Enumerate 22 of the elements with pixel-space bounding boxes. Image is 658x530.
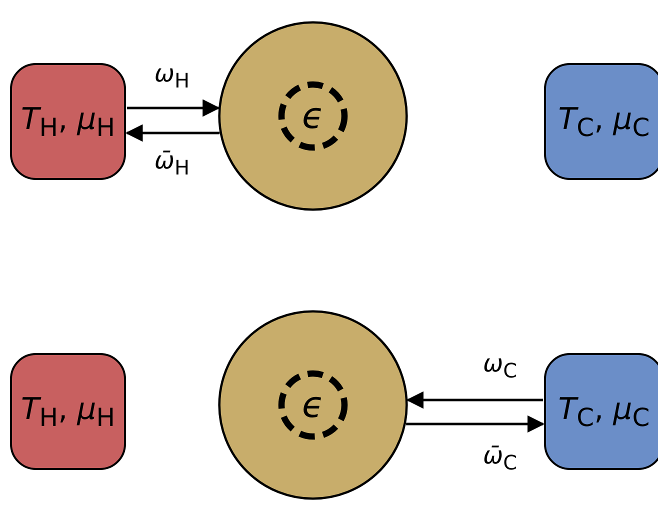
node-label: ϵ — [302, 96, 324, 136]
node-label: T$_{C}$, μ$_{C}$ — [558, 392, 650, 432]
dashed-level-circle — [278, 370, 348, 440]
edge-label: ω$_{C}$ — [482, 350, 518, 382]
arrow — [406, 415, 545, 433]
reservoir-box — [544, 63, 658, 180]
node-label: T$_{C}$, μ$_{C}$ — [558, 102, 650, 142]
arrow — [406, 391, 543, 409]
arrow — [127, 99, 220, 117]
edge-label: ω̄$_{H}$ — [154, 146, 190, 180]
system-circle — [218, 21, 408, 211]
edge-label: ω̄$_{C}$ — [482, 442, 518, 474]
node-label: T$_{H}$, μ$_{H}$ — [20, 102, 116, 142]
dashed-level-circle — [278, 81, 348, 151]
edge-label: ω$_{H}$ — [154, 60, 190, 92]
arrow — [125, 124, 220, 142]
reservoir-box — [10, 63, 126, 180]
system-circle — [218, 310, 408, 500]
reservoir-box — [544, 353, 658, 470]
node-label: ϵ — [302, 384, 324, 426]
node-label: T$_{H}$, μ$_{H}$ — [20, 392, 116, 432]
reservoir-box — [10, 353, 126, 470]
